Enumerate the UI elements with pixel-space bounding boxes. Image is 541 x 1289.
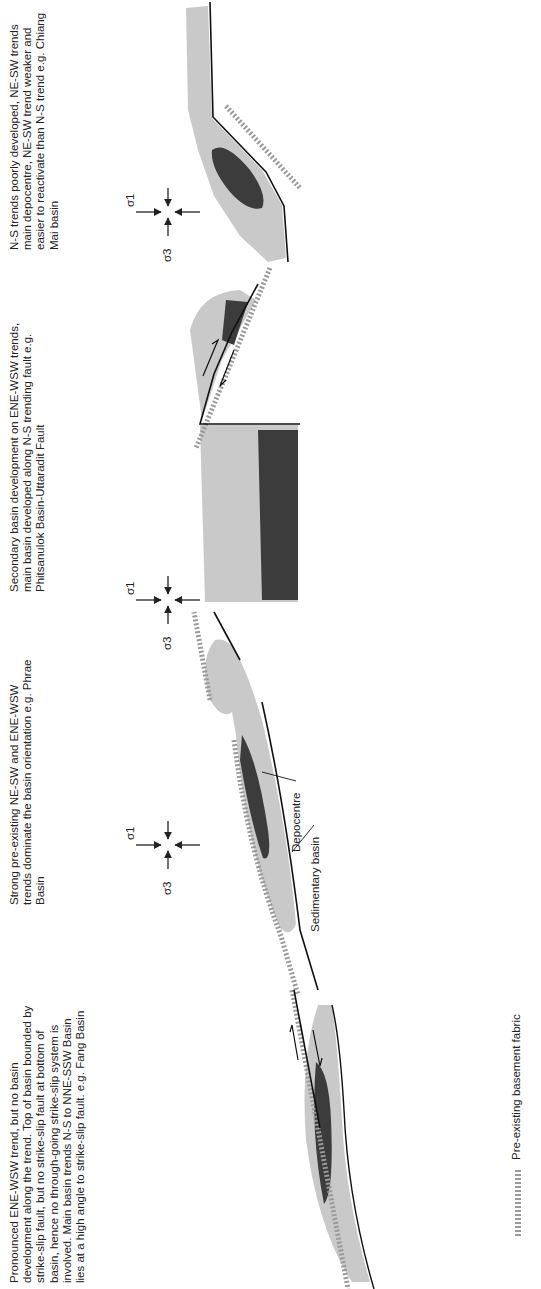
- stress-label: σ3: [161, 246, 174, 262]
- stress-arrow: [167, 218, 168, 236]
- stress-label: σ1: [124, 191, 137, 207]
- legend-text: Pre-existing basement fabric: [510, 950, 523, 1160]
- part-label: Sedimentary basin: [309, 834, 322, 932]
- leader-line: [262, 772, 296, 781]
- stress-label: σ1: [124, 579, 137, 595]
- panel-caption: N-S trends poorly developed, NE-SW trend…: [8, 10, 61, 250]
- chiang-mai-sketch: [186, 2, 300, 262]
- stress-arrow: [167, 188, 168, 206]
- panel-caption: Secondary basin development on ENE-WSW t…: [8, 314, 48, 592]
- stress-arrow: [175, 211, 200, 212]
- stress-arrows: [136, 188, 200, 869]
- stress-arrow: [167, 851, 168, 869]
- stress-arrow: [167, 606, 168, 624]
- stress-label: σ1: [124, 824, 137, 840]
- panel-caption: Pronounced ENE-WSW trend, but no basin d…: [8, 1003, 87, 1283]
- stress-arrow: [175, 599, 200, 600]
- panel-caption: Strong pre-existing NE-SW and ENE-WSW tr…: [8, 655, 48, 905]
- stress-arrow: [175, 844, 200, 845]
- stress-arrow: [167, 821, 168, 839]
- stress-arrow: [136, 599, 161, 600]
- part-label: Depocentre: [290, 790, 303, 852]
- stress-arrow: [136, 211, 161, 212]
- phrae-sketch: [194, 612, 318, 995]
- stress-arrow: [136, 844, 161, 845]
- stress-label: σ3: [161, 634, 174, 650]
- fang-sketch: [290, 990, 374, 1289]
- stress-arrow: [167, 576, 168, 594]
- phitsanulok-sketch: [190, 268, 300, 602]
- legend-swatch: [515, 1170, 521, 1236]
- stress-label: σ3: [161, 879, 174, 895]
